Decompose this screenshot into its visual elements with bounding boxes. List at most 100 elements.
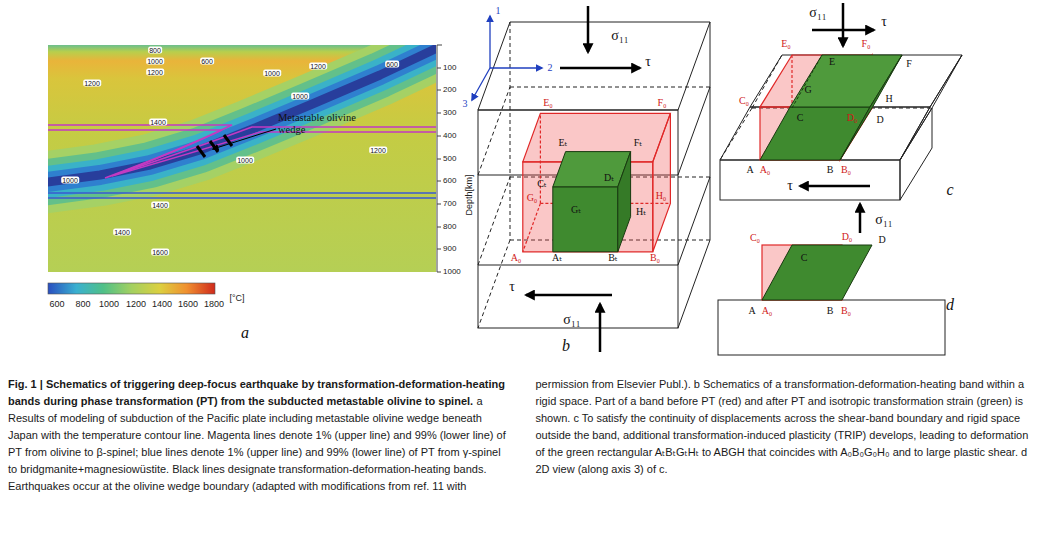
panel-letter: b <box>562 338 570 354</box>
stress-symbol: τ <box>645 55 651 69</box>
figure-drawing <box>792 55 822 108</box>
sheared-box <box>760 55 902 160</box>
corner-label: G <box>804 85 811 95</box>
axis-title: Depth[km] <box>465 174 474 215</box>
figure-drawing <box>197 146 205 157</box>
figure-drawing <box>478 22 710 110</box>
corner-label: C <box>801 253 808 263</box>
contour-value: 1200 <box>83 80 101 87</box>
figure-drawing <box>48 45 436 183</box>
corner-label: B <box>827 165 834 175</box>
colorbar-tick: 600 <box>49 300 64 309</box>
depth-tick: 500 <box>443 155 456 163</box>
figure-caption: Fig. 1 | Schematics of triggering deep-f… <box>8 376 1035 495</box>
figure-drawing <box>437 272 441 273</box>
corner-label: A <box>746 165 753 175</box>
corner-label: E₀ <box>781 39 791 49</box>
corner-label: Dₜ <box>604 173 614 183</box>
figure-drawing <box>437 227 441 228</box>
corner-label: F₀ <box>657 98 666 108</box>
figure-drawing <box>553 152 631 187</box>
after-pt-box <box>553 152 631 252</box>
figure-drawing <box>48 45 436 183</box>
depth-tick: 300 <box>443 109 456 117</box>
figure-drawing <box>540 113 541 203</box>
panel-letter: a <box>241 325 249 341</box>
figure-drawing <box>478 110 678 328</box>
colorbar <box>48 283 215 294</box>
figure-drawing <box>472 68 490 100</box>
corner-label: Cₜ <box>537 179 547 189</box>
corner-label: D <box>878 235 885 245</box>
corner-label: A₀ <box>760 165 771 175</box>
stress-symbol: σ₁₁ <box>611 29 628 43</box>
figure-drawing <box>720 160 900 200</box>
corner-label: Aₜ <box>552 253 562 263</box>
figure-drawing <box>48 192 436 194</box>
figure-drawing <box>48 45 436 183</box>
figure-drawing <box>720 108 752 160</box>
corner-label: D₀ <box>842 232 853 242</box>
figure-drawing <box>490 67 542 68</box>
figure-drawing <box>510 87 710 88</box>
stress-symbol: τ <box>787 179 793 193</box>
depth-tick: 400 <box>443 132 456 140</box>
figure-drawing <box>489 16 490 68</box>
load-arrows-c <box>800 3 874 233</box>
depth-tick: 1000 <box>443 268 461 276</box>
corner-label: A₀ <box>511 253 522 263</box>
stress-symbol: σ₁₁ <box>563 313 580 327</box>
corner-label: H₀ <box>656 191 667 201</box>
contour-value: 1600 <box>151 249 169 256</box>
corner-label: B₀ <box>841 165 851 175</box>
corner-label: Hₜ <box>636 207 646 217</box>
figure-drawing <box>437 136 441 137</box>
depth-tick: 100 <box>443 64 456 72</box>
colorbar-tick: [°C] <box>229 294 244 303</box>
contour-value: 1200 <box>369 147 387 154</box>
contour-value: 1200 <box>309 63 327 70</box>
contour-value: 1000 <box>61 177 79 184</box>
figure-drawing <box>840 55 902 160</box>
corner-label: D <box>876 115 883 125</box>
corner-label: F <box>906 59 912 69</box>
band-box-b <box>478 22 710 328</box>
depth-tick: 200 <box>443 86 456 94</box>
figure-drawing <box>678 22 710 328</box>
corner-label: Fₜ <box>634 138 643 148</box>
contour-value: 1400 <box>113 229 131 236</box>
depth-tick: 800 <box>443 223 456 231</box>
corner-label: C₀ <box>750 233 760 243</box>
label-layer: 1200 800 1000 1200 600 1000 1200 600 1000 1400 100… <box>0 0 1045 362</box>
figure-drawing <box>48 45 436 183</box>
figure-drawing <box>523 203 541 251</box>
plane-view-d <box>718 245 945 355</box>
contour-value: 600 <box>200 58 214 65</box>
corner-label: B₀ <box>650 253 660 263</box>
corner-label: F₀ <box>861 39 870 49</box>
stress-symbol: τ <box>509 280 515 294</box>
figure-drawing <box>678 177 710 265</box>
figure-drawing <box>48 130 436 176</box>
figure-drawing <box>842 3 845 46</box>
figure-drawing <box>618 152 631 252</box>
colorbar-tick: 1200 <box>126 300 146 309</box>
figure-drawing <box>859 204 862 233</box>
figure-drawing <box>718 300 945 355</box>
corner-label: Gₜ <box>571 205 581 215</box>
axis-number: 2 <box>548 63 553 73</box>
depth-axis <box>437 45 442 272</box>
corner-label: E <box>829 57 835 67</box>
colorbar-tick: 1000 <box>99 300 119 309</box>
axis-number: 3 <box>463 99 468 109</box>
depth-tick: 600 <box>443 177 456 185</box>
annotation-label: Metastable olivine wedge <box>278 112 370 136</box>
figure-drawing <box>437 90 441 91</box>
figure-drawing <box>800 185 870 188</box>
figure-drawing <box>560 67 640 70</box>
figure-drawing <box>437 68 441 69</box>
stress-symbol: τ <box>881 15 887 29</box>
before-pt-box <box>523 113 671 251</box>
figure-drawing <box>599 304 602 352</box>
figure-drawing <box>478 265 678 266</box>
